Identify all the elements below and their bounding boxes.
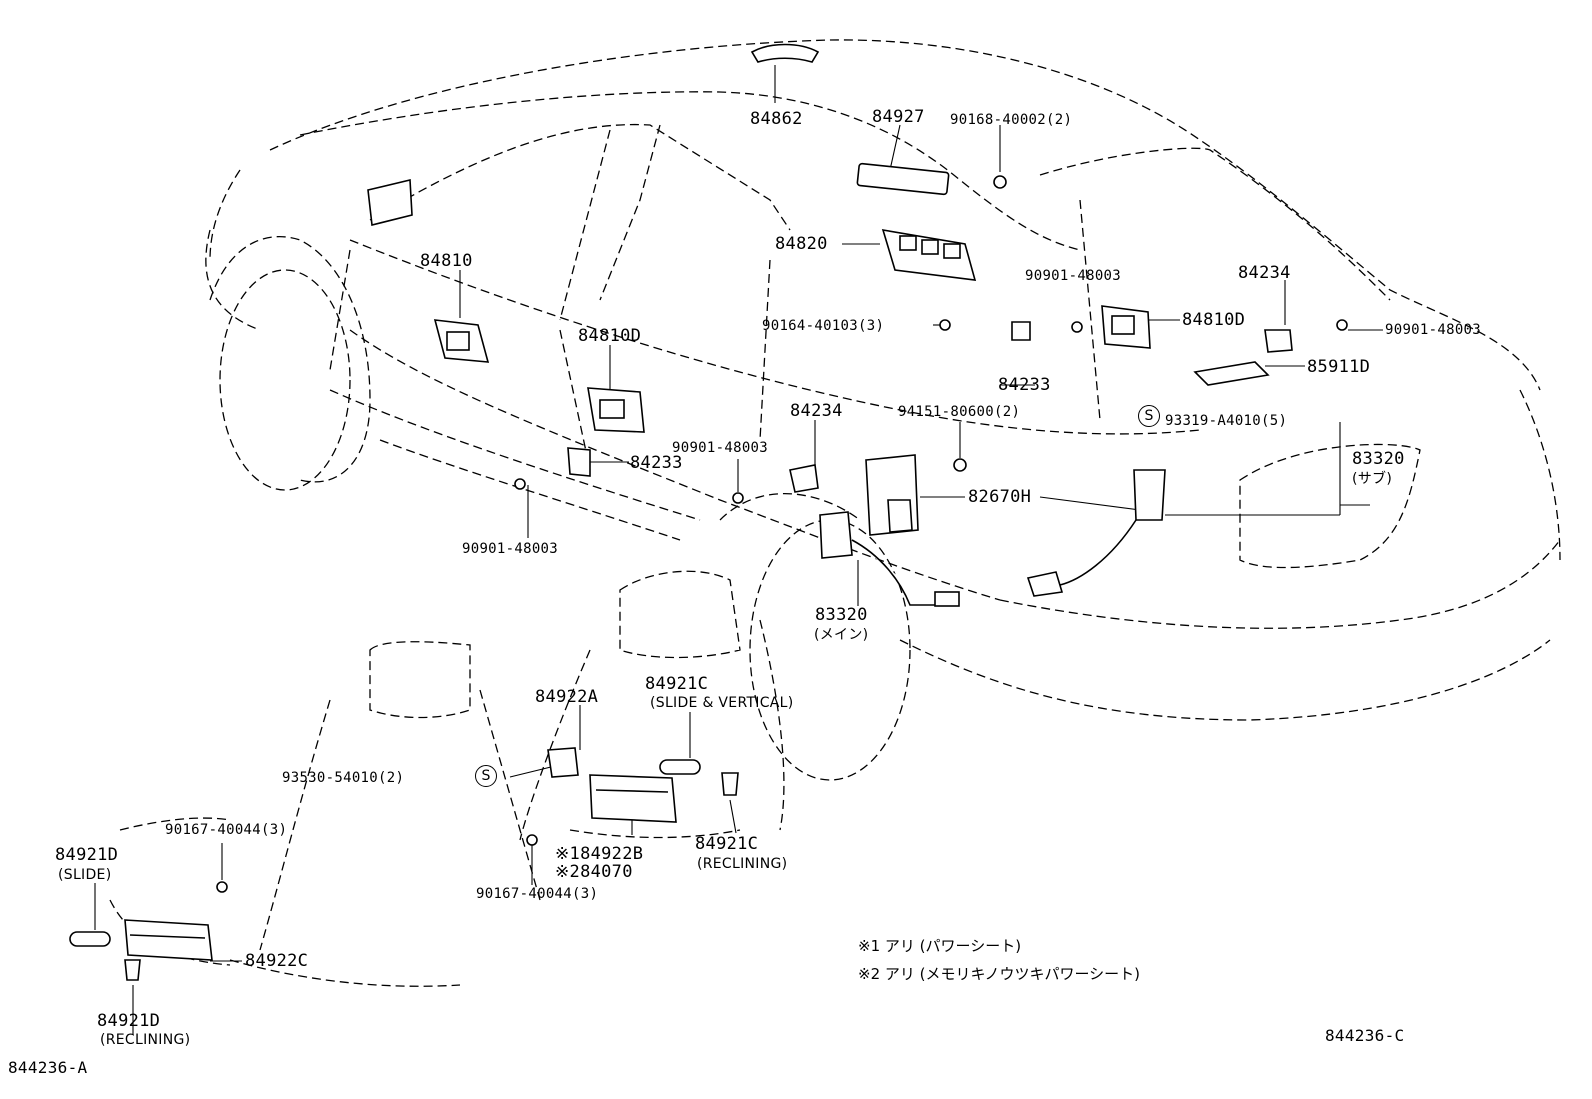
s-marker-left: S xyxy=(475,765,497,787)
diagram-code-right: 844236-C xyxy=(1325,1026,1405,1045)
label-90901-48003-mid: 90901-48003 xyxy=(672,440,769,456)
label-84810: 84810 xyxy=(420,251,473,271)
label-85911D: 85911D xyxy=(1307,357,1371,377)
label-84233-right: 84233 xyxy=(998,375,1051,395)
label-84927: 84927 xyxy=(872,107,925,127)
label-84234-right: 84234 xyxy=(1238,263,1291,283)
label-84070: ※284070 xyxy=(555,862,633,882)
diagram-code-left: 844236-A xyxy=(8,1058,88,1077)
label-84862: 84862 xyxy=(750,109,803,129)
label-84921C-reclining: 84921C xyxy=(695,834,759,854)
label-90901-48003-left: 90901-48003 xyxy=(462,541,559,557)
label-82670H: 82670H xyxy=(968,487,1032,507)
label-84921C-slide: 84921C xyxy=(645,674,709,694)
label-84921C-slide-note: (SLIDE & VERTICAL) xyxy=(650,695,794,711)
label-83320-sub: 83320 xyxy=(1352,449,1405,469)
label-90901-48003-center: 90901-48003 xyxy=(1025,268,1122,284)
label-84921D-slide-note: (SLIDE) xyxy=(58,867,112,883)
label-90164-40103: 90164-40103(3) xyxy=(762,318,885,334)
label-93530-54010: 93530-54010(2) xyxy=(282,770,405,786)
label-84810D-right: 84810D xyxy=(1182,310,1246,330)
label-93319-A4010: 93319-A4010(5) xyxy=(1165,413,1288,429)
label-84921D-slide: 84921D xyxy=(55,845,119,865)
label-84922B: ※184922B xyxy=(555,844,644,864)
label-90901-48003-right: 90901-48003 xyxy=(1385,322,1482,338)
label-84234-center: 84234 xyxy=(790,401,843,421)
label-84233-left: 84233 xyxy=(630,453,683,473)
note-memory-power-seat: ※2 アリ (メモリキノウツキパワーシート) xyxy=(858,965,1141,983)
label-84921D-reclining-note: (RECLINING) xyxy=(100,1032,191,1048)
note-power-seat: ※1 アリ (パワーシート) xyxy=(858,937,1022,955)
label-84922C: 84922C xyxy=(245,951,309,971)
label-84921C-reclining-note: (RECLINING) xyxy=(697,856,788,872)
label-90168-40002: 90168-40002(2) xyxy=(950,112,1073,128)
leader-lines xyxy=(94,65,1383,1034)
label-83320-sub-note: (サブ) xyxy=(1352,471,1393,487)
label-90167-40044-bottom: 90167-40044(3) xyxy=(476,886,599,902)
label-83320-main: 83320 xyxy=(815,605,868,625)
s-marker-right: S xyxy=(1138,405,1160,427)
label-90167-40044-top: 90167-40044(3) xyxy=(165,822,288,838)
label-84922A: 84922A xyxy=(535,687,599,707)
label-84810D-left: 84810D xyxy=(578,326,642,346)
car-body-outline xyxy=(109,39,1561,987)
label-84820: 84820 xyxy=(775,234,828,254)
label-84921D-reclining: 84921D xyxy=(97,1011,161,1031)
label-94151-80600: 94151-80600(2) xyxy=(898,404,1021,420)
part-shapes xyxy=(69,43,1348,981)
label-83320-main-note: (メイン) xyxy=(814,627,869,643)
